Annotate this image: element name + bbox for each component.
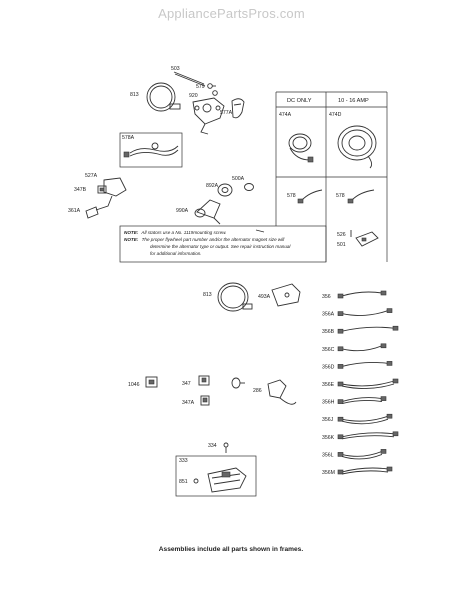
harness-356C[interactable] xyxy=(337,343,387,352)
part-361A[interactable] xyxy=(85,206,99,219)
label-347A: 347A xyxy=(182,400,195,406)
part-851[interactable] xyxy=(193,478,199,484)
label-501: 501 xyxy=(337,242,346,248)
label-356A: 356A xyxy=(322,312,335,318)
note-line-3: determine the alternator type or output.… xyxy=(150,244,291,249)
part-474A-stator[interactable] xyxy=(288,133,314,163)
note-label-2: NOTE: xyxy=(124,237,139,242)
part-813-clamp-lower[interactable] xyxy=(217,282,253,312)
label-578A: 578A xyxy=(122,135,135,141)
label-503: 503 xyxy=(171,66,180,72)
label-578-amp: 578 xyxy=(336,193,345,199)
note-line-4: for additional information. xyxy=(150,251,202,256)
part-286[interactable] xyxy=(267,379,297,405)
part-334-screw[interactable] xyxy=(223,442,229,453)
label-356J: 356J xyxy=(322,417,334,423)
harness-356L[interactable] xyxy=(337,449,387,460)
label-500A: 500A xyxy=(232,176,245,182)
harness-356M[interactable] xyxy=(337,466,393,475)
table-header-dc-only: DC ONLY xyxy=(287,98,312,104)
part-813-clamp[interactable] xyxy=(146,82,181,112)
part-503[interactable] xyxy=(173,71,206,87)
label-356D: 356D xyxy=(322,364,335,370)
note-line-2: NOTE: The proper flywheel part number an… xyxy=(124,237,285,242)
part-892A[interactable] xyxy=(217,183,233,197)
part-474D-stator[interactable] xyxy=(337,125,377,169)
part-920-screw[interactable] xyxy=(212,90,218,96)
part-526-501-rectifier[interactable] xyxy=(350,230,379,247)
watermark: AppliancePartsPros.com xyxy=(158,6,305,21)
harness-356A[interactable] xyxy=(337,308,393,316)
part-527A[interactable] xyxy=(95,177,127,211)
label-356C: 356C xyxy=(322,347,335,353)
frame-578A xyxy=(119,132,183,168)
label-578-dc: 578 xyxy=(287,193,296,199)
label-527A: 527A xyxy=(85,173,98,179)
screw-symbol xyxy=(255,229,265,233)
label-286: 286 xyxy=(253,388,262,394)
part-500A[interactable] xyxy=(244,183,254,191)
part-347B[interactable] xyxy=(97,185,107,194)
note-text-1: All stators use a No. 1119mounting screw… xyxy=(140,230,226,235)
table-header-10-16-amp: 10 - 16 AMP xyxy=(338,98,369,104)
label-851: 851 xyxy=(179,479,188,485)
label-347: 347 xyxy=(182,381,191,387)
label-334: 334 xyxy=(208,443,217,449)
note-line-1: NOTE: All stators use a No. 1119mounting… xyxy=(124,230,227,235)
label-577A: 577A xyxy=(220,110,233,116)
harness-356H[interactable] xyxy=(337,396,387,405)
part-347A[interactable] xyxy=(200,395,210,406)
label-990A: 990A xyxy=(176,208,189,214)
part-333-armature[interactable] xyxy=(207,467,247,493)
label-579: 579 xyxy=(196,84,205,90)
part-577A-boot[interactable] xyxy=(231,98,245,119)
label-813: 813 xyxy=(130,92,139,98)
label-356M: 356M xyxy=(322,470,335,476)
part-1046[interactable] xyxy=(145,376,158,388)
harness-356[interactable] xyxy=(337,290,387,299)
label-333: 333 xyxy=(179,458,188,464)
frame-333 xyxy=(175,455,257,497)
part-347[interactable] xyxy=(198,375,210,386)
label-813-lower: 813 xyxy=(203,292,212,298)
part-578-wire-dc[interactable] xyxy=(297,189,323,204)
label-474D: 474D xyxy=(329,112,342,118)
label-892A: 892A xyxy=(206,183,219,189)
part-578-wire-amp[interactable] xyxy=(347,189,375,204)
harness-356D[interactable] xyxy=(337,361,393,369)
label-356K: 356K xyxy=(322,435,335,441)
note-box xyxy=(119,225,327,263)
label-356E: 356E xyxy=(322,382,335,388)
part-579-screw[interactable] xyxy=(207,83,216,89)
note-label-1: NOTE: xyxy=(124,230,139,235)
footer-text: Assemblies include all parts shown in fr… xyxy=(159,546,304,553)
part-990A[interactable] xyxy=(194,199,221,225)
label-356H: 356H xyxy=(322,400,335,406)
harness-356E[interactable] xyxy=(337,378,399,389)
label-1046: 1046 xyxy=(128,382,140,388)
part-493A[interactable] xyxy=(271,283,301,307)
label-356: 356 xyxy=(322,294,331,300)
label-347B: 347B xyxy=(74,187,87,193)
harness-356K[interactable] xyxy=(337,431,399,440)
part-578A-wire[interactable] xyxy=(123,142,179,158)
harness-column: 356 356A 356B 356C 356D 356E 356H 356J 356K 356L 3… xyxy=(322,290,399,476)
note-text-2: The proper flywheel part number and/or t… xyxy=(142,237,286,242)
harness-356B[interactable] xyxy=(337,325,399,334)
part-mount-bracket[interactable] xyxy=(192,97,225,135)
label-361A: 361A xyxy=(68,208,81,214)
label-526: 526 xyxy=(337,232,346,238)
alternator-table xyxy=(275,91,388,262)
harness-356J[interactable] xyxy=(337,413,393,425)
label-920: 920 xyxy=(189,93,198,99)
label-356L: 356L xyxy=(322,452,334,458)
label-493A: 493A xyxy=(258,294,271,300)
part-small-connector[interactable] xyxy=(231,377,245,389)
label-356B: 356B xyxy=(322,329,335,335)
label-474A: 474A xyxy=(279,112,292,118)
